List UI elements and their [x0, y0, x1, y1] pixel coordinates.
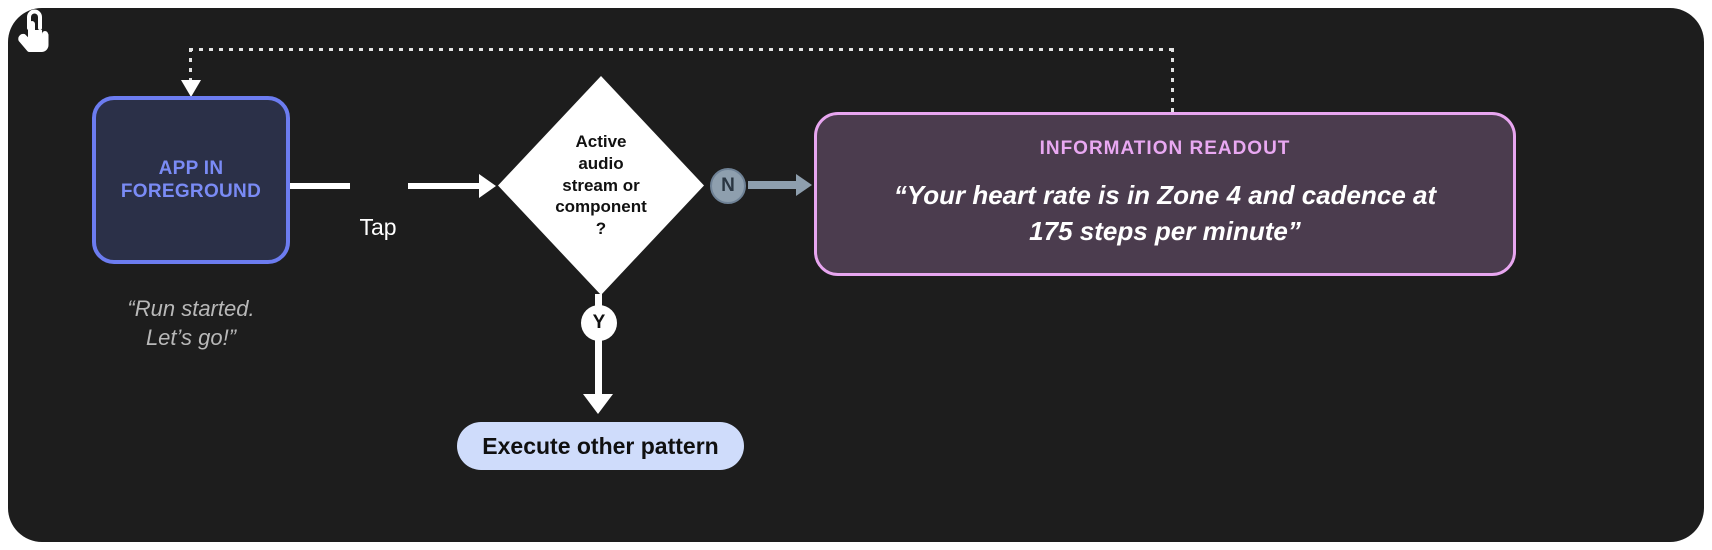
execute-arrowhead-icon: [583, 394, 613, 414]
feedback-loop-horizontal: [189, 48, 1174, 51]
feedback-loop-right-segment: [1171, 48, 1174, 114]
decision-line1: Active: [575, 132, 627, 152]
app-label-line2: FOREGROUND: [120, 181, 262, 202]
tap-label: Tap: [359, 214, 397, 240]
readout-body-line2: 175 steps per minute”: [1029, 216, 1301, 246]
readout-body-line1: “Your heart rate is in Zone 4 and cadenc…: [893, 180, 1437, 211]
decision-node[interactable]: Active audio stream or component ?: [498, 76, 704, 295]
branch-yes-badge: Y: [581, 305, 617, 341]
app-caption-line2: Let’s go!”: [145, 325, 237, 351]
readout-arrowhead-icon: [796, 174, 812, 196]
readout-title: INFORMATION READOUT: [1039, 138, 1291, 160]
app-in-foreground-node[interactable]: APP IN FOREGROUND: [92, 96, 290, 264]
decision-arrowhead-icon: [479, 174, 496, 198]
connector-decision-to-yes: [595, 294, 602, 314]
decision-line2: audio: [578, 153, 624, 173]
diagram-canvas: APP IN FOREGROUND “Run started. Let’s go…: [8, 8, 1704, 542]
execute-other-pattern-node[interactable]: Execute other pattern: [457, 422, 744, 470]
connector-no-to-readout: [748, 181, 798, 189]
decision-line4: component: [555, 197, 647, 217]
app-label-line1: APP IN: [158, 157, 224, 179]
decision-label: Active audio stream or component ?: [536, 131, 666, 240]
information-readout-card[interactable]: INFORMATION READOUT “Your heart rate is …: [814, 112, 1516, 276]
decision-line3: stream or: [562, 175, 640, 195]
feedback-loop-left-segment: [189, 48, 192, 86]
app-caption-line1: “Run started.: [127, 296, 255, 321]
tap-hand-icon: [8, 8, 58, 58]
connector-yes-to-execute: [595, 339, 602, 398]
app-caption: “Run started. Let’s go!”: [78, 294, 304, 352]
connector-app-to-tap: [290, 183, 350, 189]
app-in-foreground-label: APP IN FOREGROUND: [121, 157, 261, 203]
branch-no-badge: N: [710, 168, 746, 204]
connector-tap-to-decision: [408, 183, 480, 189]
readout-body: “Your heart rate is in Zone 4 and cadenc…: [855, 178, 1475, 250]
decision-line5: ?: [595, 219, 607, 239]
feedback-loop-arrowhead-icon: [181, 80, 201, 97]
